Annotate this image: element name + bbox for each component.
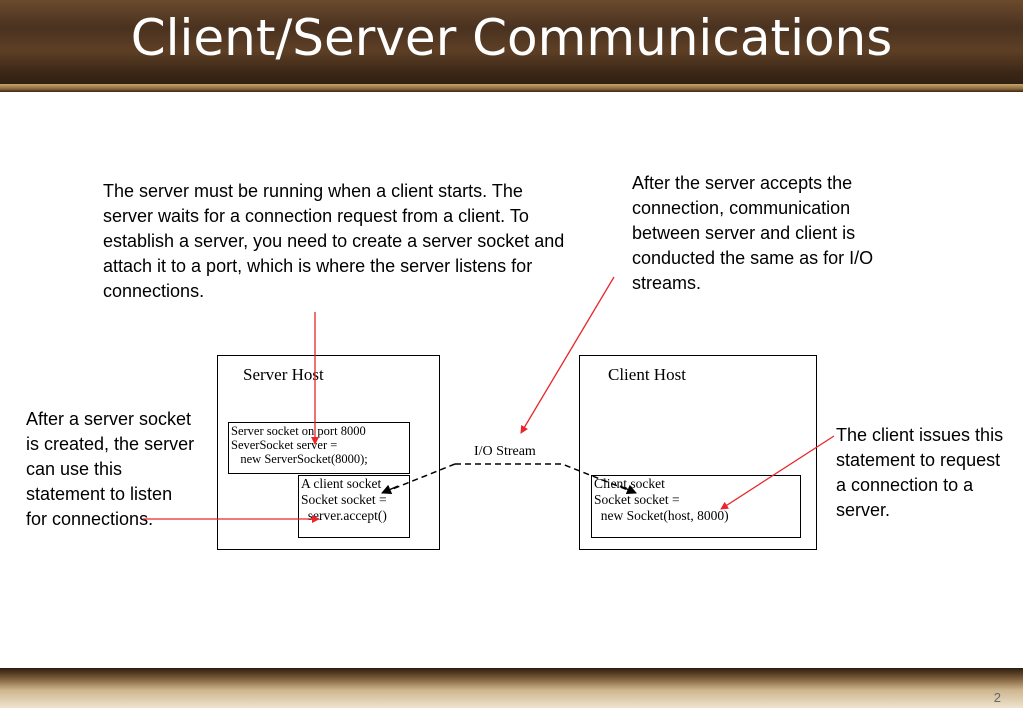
client-code-line3: new Socket(host, 8000)	[594, 508, 729, 523]
client-host-label: Client Host	[608, 365, 686, 384]
server-socket-code-line2: SeverSocket server =	[231, 438, 338, 452]
note-after-socket: After a server socket is created, the se…	[26, 409, 195, 529]
server-socket-box	[228, 422, 410, 474]
slide-title: Client/Server Communications	[130, 9, 893, 67]
server-socket-code-line1: Server socket on port 8000	[231, 424, 366, 438]
note-client-issues: The client issues this statement to requ…	[836, 425, 1004, 520]
server-host-label: Server Host	[243, 365, 324, 384]
accept-code-line2: Socket socket =	[301, 492, 387, 507]
page-number: 2	[993, 690, 1001, 705]
client-code-line1: Client socket	[594, 476, 665, 491]
note-server-running: The server must be running when a client…	[103, 181, 565, 301]
accept-code-line1: A client socket	[301, 476, 382, 491]
accept-code-line3: server.accept()	[301, 508, 387, 523]
footer-banner	[0, 668, 1023, 708]
title-banner	[0, 0, 1023, 92]
server-socket-code-line3: new ServerSocket(8000);	[231, 452, 368, 466]
client-code-line2: Socket socket =	[594, 492, 680, 507]
note-after-accept: After the server accepts the connection,…	[632, 173, 874, 293]
io-stream-label: I/O Stream	[474, 444, 536, 459]
